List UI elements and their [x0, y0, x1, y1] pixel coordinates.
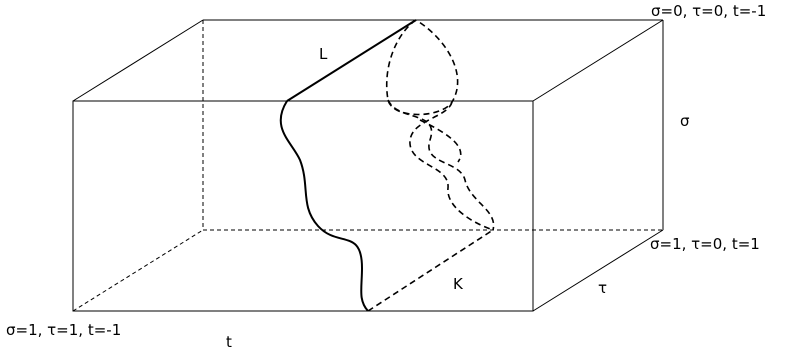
corner-label-mid-right: σ=1, τ=0, t=1 — [650, 235, 760, 253]
bottom-right-depth-edge — [532, 229, 664, 312]
curve-dashed-crossing — [419, 119, 462, 163]
corner-label-bottom-left: σ=1, τ=1, t=-1 — [6, 321, 121, 339]
label-L: L — [319, 45, 328, 63]
curve-dashed-strand-a — [387, 99, 495, 231]
curve-dashed-loop — [386, 19, 459, 116]
front-face — [72, 100, 534, 312]
curve-L-top-segment — [286, 19, 417, 102]
label-sigma-axis: σ — [680, 112, 690, 130]
curve-dashed-strand-b — [409, 101, 494, 231]
corner-label-top-right: σ=0, τ=0, t=-1 — [651, 2, 766, 20]
label-tau-axis: τ — [598, 279, 607, 297]
label-t-axis: t — [226, 333, 232, 351]
curve-K-bottom-segment — [367, 229, 494, 312]
top-right-depth-edge — [532, 19, 664, 102]
label-K: K — [453, 275, 464, 293]
top-left-depth-edge — [72, 19, 204, 102]
curve-front-wavy — [279, 100, 369, 312]
bottom-left-depth-hidden — [72, 229, 204, 312]
